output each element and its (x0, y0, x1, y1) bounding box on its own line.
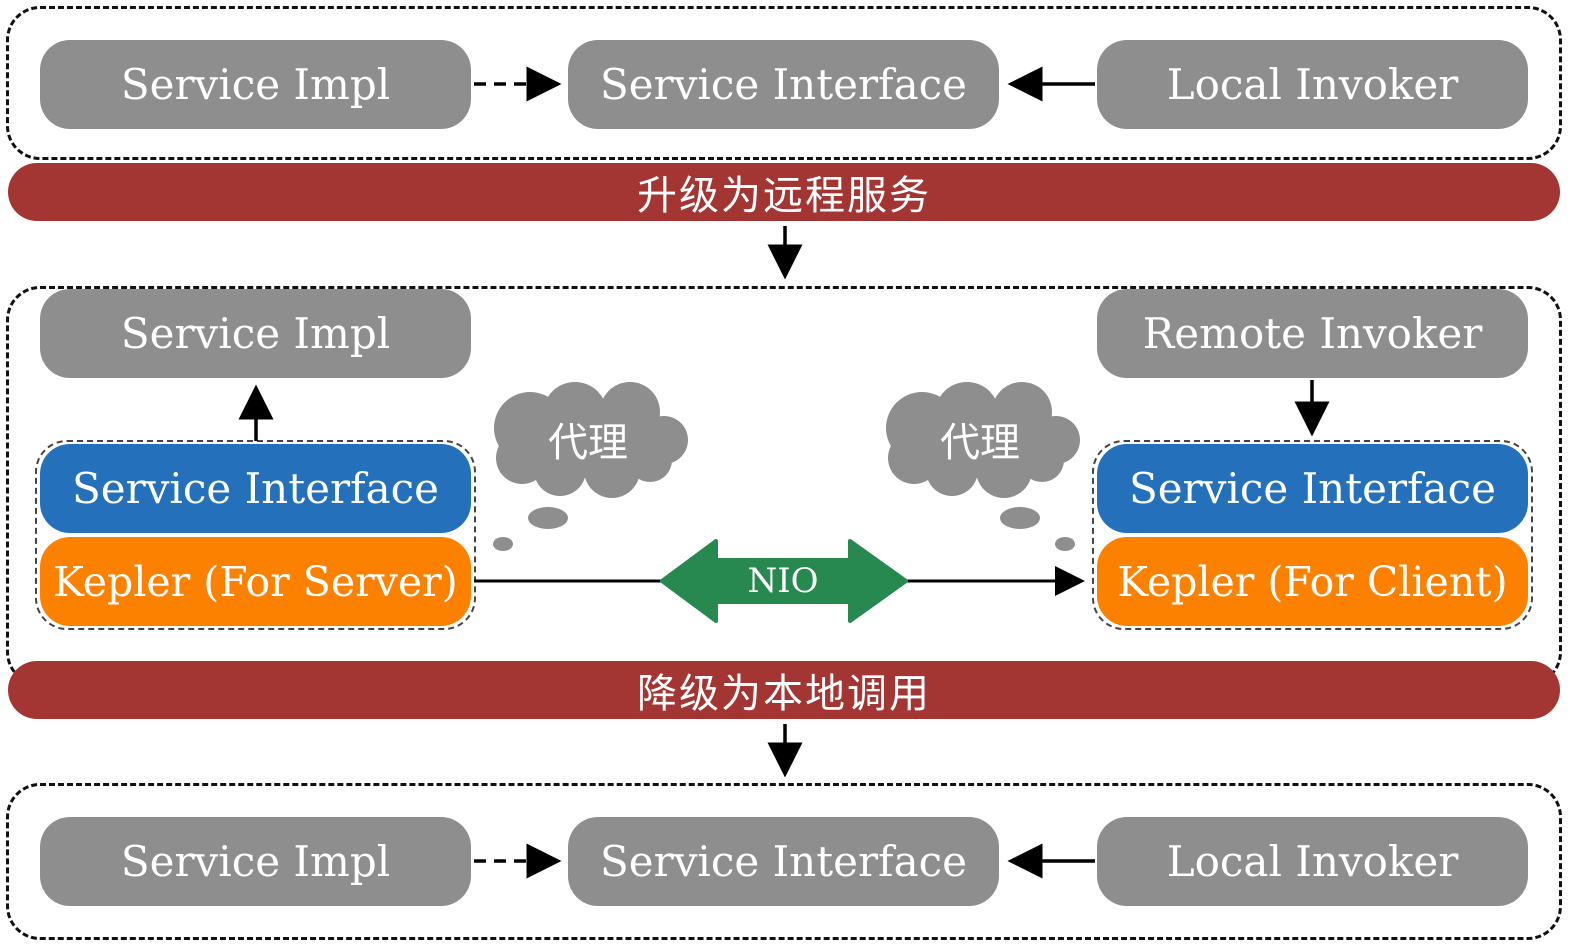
proxy-cloud-right-icon (886, 382, 1080, 551)
server-service-impl-box: Service Impl (40, 289, 471, 378)
nio-label: NIO (747, 561, 819, 601)
top-local-invoker-label: Local Invoker (1166, 60, 1459, 109)
remote-invoker-box: Remote Invoker (1097, 289, 1528, 378)
bottom-local-invoker-label: Local Invoker (1166, 837, 1459, 886)
proxy-cloud-left-icon (493, 382, 688, 551)
bottom-service-interface-label: Service Interface (599, 837, 967, 886)
client-service-interface-box: Service Interface (1097, 444, 1528, 533)
bottom-group (6, 783, 1562, 940)
client-kepler-box: Kepler (For Client) (1097, 537, 1528, 626)
server-kepler-box: Kepler (For Server) (40, 537, 471, 626)
proxy-left-label: 代理 (548, 420, 628, 466)
upgrade-banner-label: 升级为远程服务 (637, 173, 931, 219)
nio-double-arrow-icon (660, 539, 908, 623)
top-service-impl-label: Service Impl (120, 60, 391, 109)
server-service-impl-label: Service Impl (120, 309, 391, 358)
proxy-right-label: 代理 (940, 420, 1020, 466)
top-service-impl-box: Service Impl (40, 40, 471, 129)
top-local-invoker-box: Local Invoker (1097, 40, 1528, 129)
server-service-interface-box: Service Interface (40, 444, 471, 533)
upgrade-banner: 升级为远程服务 (8, 163, 1560, 221)
top-service-interface-label: Service Interface (599, 60, 967, 109)
remote-invoker-label: Remote Invoker (1142, 309, 1483, 358)
bottom-local-invoker-box: Local Invoker (1097, 817, 1528, 906)
client-stack-outline (1092, 440, 1533, 630)
downgrade-banner-label: 降级为本地调用 (637, 671, 931, 717)
server-service-interface-label: Service Interface (71, 464, 439, 513)
bottom-service-interface-box: Service Interface (568, 817, 999, 906)
top-group (6, 6, 1562, 160)
client-service-interface-label: Service Interface (1128, 464, 1496, 513)
downgrade-banner: 降级为本地调用 (8, 661, 1560, 719)
top-service-interface-box: Service Interface (568, 40, 999, 129)
client-kepler-label: Kepler (For Client) (1117, 557, 1508, 606)
bottom-service-impl-label: Service Impl (120, 837, 391, 886)
server-kepler-label: Kepler (For Server) (53, 557, 458, 606)
bottom-service-impl-box: Service Impl (40, 817, 471, 906)
